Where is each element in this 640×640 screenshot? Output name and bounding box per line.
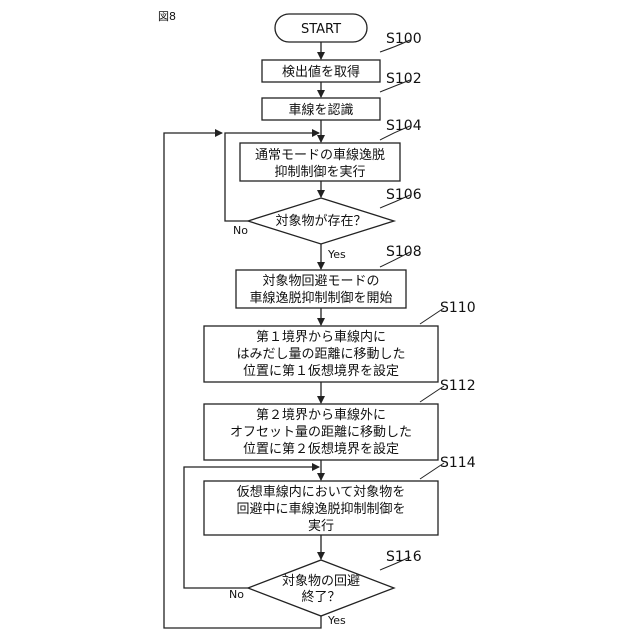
step-s112-text: 第２境界から車線外にオフセット量の距離に移動した位置に第２仮想境界を設定 (230, 407, 412, 457)
step-s100-text: 検出値を取得 (282, 64, 360, 80)
text-line: 抑制制御を実行 (274, 164, 365, 180)
decision-s106-text: 対象物が存在？ (275, 214, 366, 229)
step-s110-text: 第１境界から車線内にはみだし量の距離に移動した位置に第１仮想境界を設定 (236, 329, 405, 379)
step-s108-label: S108 (386, 244, 422, 260)
start-terminal: START (275, 14, 367, 42)
branch-s106-no: No (233, 224, 248, 237)
decision-s106-label: S106 (386, 187, 422, 203)
decision-s116: 対象物の回避終了？ S116 (248, 549, 422, 616)
step-s102-label: S102 (386, 71, 422, 87)
decision-s116-label: S116 (386, 549, 422, 565)
text-line: はみだし量の距離に移動した (236, 347, 405, 362)
branch-s116-no: No (229, 588, 244, 601)
step-s114-label: S114 (440, 455, 476, 471)
text-line: 第２境界から車線外に (256, 407, 386, 423)
text-line: 検出値を取得 (282, 64, 360, 80)
step-s110-label: S110 (440, 300, 476, 316)
text-line: 終了？ (301, 589, 340, 605)
text-line: 対象物回避モードの (262, 274, 379, 289)
text-line: 対象物が存在？ (275, 214, 366, 229)
decision-s106: 対象物が存在？ S106 (248, 187, 422, 244)
text-line: 仮想車線内において対象物を (237, 484, 406, 500)
start-text: START (301, 22, 341, 37)
text-line: 車線を認識 (288, 102, 353, 118)
step-s102-text: 車線を認識 (288, 102, 353, 118)
text-line: 対象物の回避 (282, 574, 360, 589)
step-s100-label: S100 (386, 31, 422, 47)
step-s104-label: S104 (386, 118, 422, 134)
branch-s116-yes: Yes (327, 614, 346, 627)
step-s104: 通常モードの車線逸脱抑制制御を実行 S104 (240, 118, 422, 181)
text-line: 第１境界から車線内に (256, 329, 386, 345)
text-line: 位置に第１仮想境界を設定 (243, 363, 399, 379)
text-line: 回避中に車線逸脱抑制制御を (236, 501, 405, 517)
text-line: オフセット量の距離に移動した (230, 425, 412, 440)
figure-label: 図8 (158, 10, 176, 23)
text-line: 車線逸脱抑制制御を開始 (249, 290, 392, 306)
step-s112: 第２境界から車線外にオフセット量の距離に移動した位置に第２仮想境界を設定 S11… (204, 378, 476, 460)
step-s110: 第１境界から車線内にはみだし量の距離に移動した位置に第１仮想境界を設定 S110 (204, 300, 476, 382)
step-s112-label: S112 (440, 378, 476, 394)
text-line: 通常モードの車線逸脱 (255, 147, 385, 163)
text-line: 実行 (308, 518, 334, 534)
text-line: 位置に第２仮想境界を設定 (243, 441, 399, 457)
branch-s106-yes: Yes (327, 248, 346, 261)
